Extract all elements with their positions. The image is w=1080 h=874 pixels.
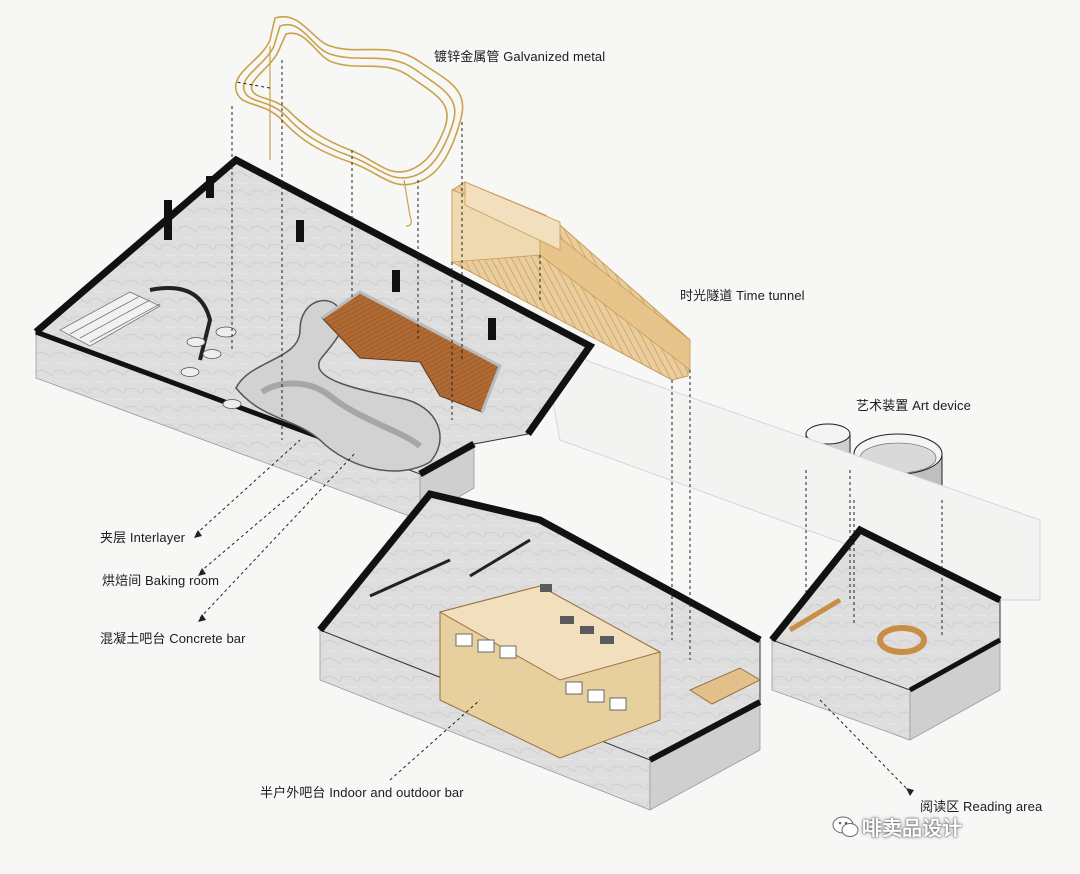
leader-arrows — [194, 530, 914, 796]
outdoor-area-outline — [539, 328, 1041, 601]
lower-building-block — [317, 490, 762, 811]
label-art-device: 艺术装置 Art device — [856, 398, 971, 413]
label-concrete-bar: 混凝土吧台 Concrete bar — [100, 631, 246, 646]
round-seat-installation — [877, 625, 927, 655]
label-indoor-outdoor-bar: 半户外吧台 Indoor and outdoor bar — [260, 785, 464, 800]
label-baking-room: 烘焙间 Baking room — [102, 573, 220, 588]
watermark-text: 啡卖品设计 — [862, 816, 962, 840]
label-time-tunnel: 时光隧道 Time tunnel — [680, 288, 805, 303]
projection-lines — [195, 60, 943, 793]
staircase — [59, 291, 161, 347]
label-galvanized-metal: 镀锌金属管 Galvanized metal — [434, 49, 606, 64]
time-tunnel-structure — [451, 181, 691, 381]
reading-area-block — [769, 525, 1002, 741]
wechat-icon — [832, 816, 859, 837]
bar-stools — [180, 326, 242, 409]
label-interlayer: 夹层 Interlayer — [100, 530, 186, 545]
label-reading-area: 阅读区 Reading area — [920, 799, 1043, 814]
